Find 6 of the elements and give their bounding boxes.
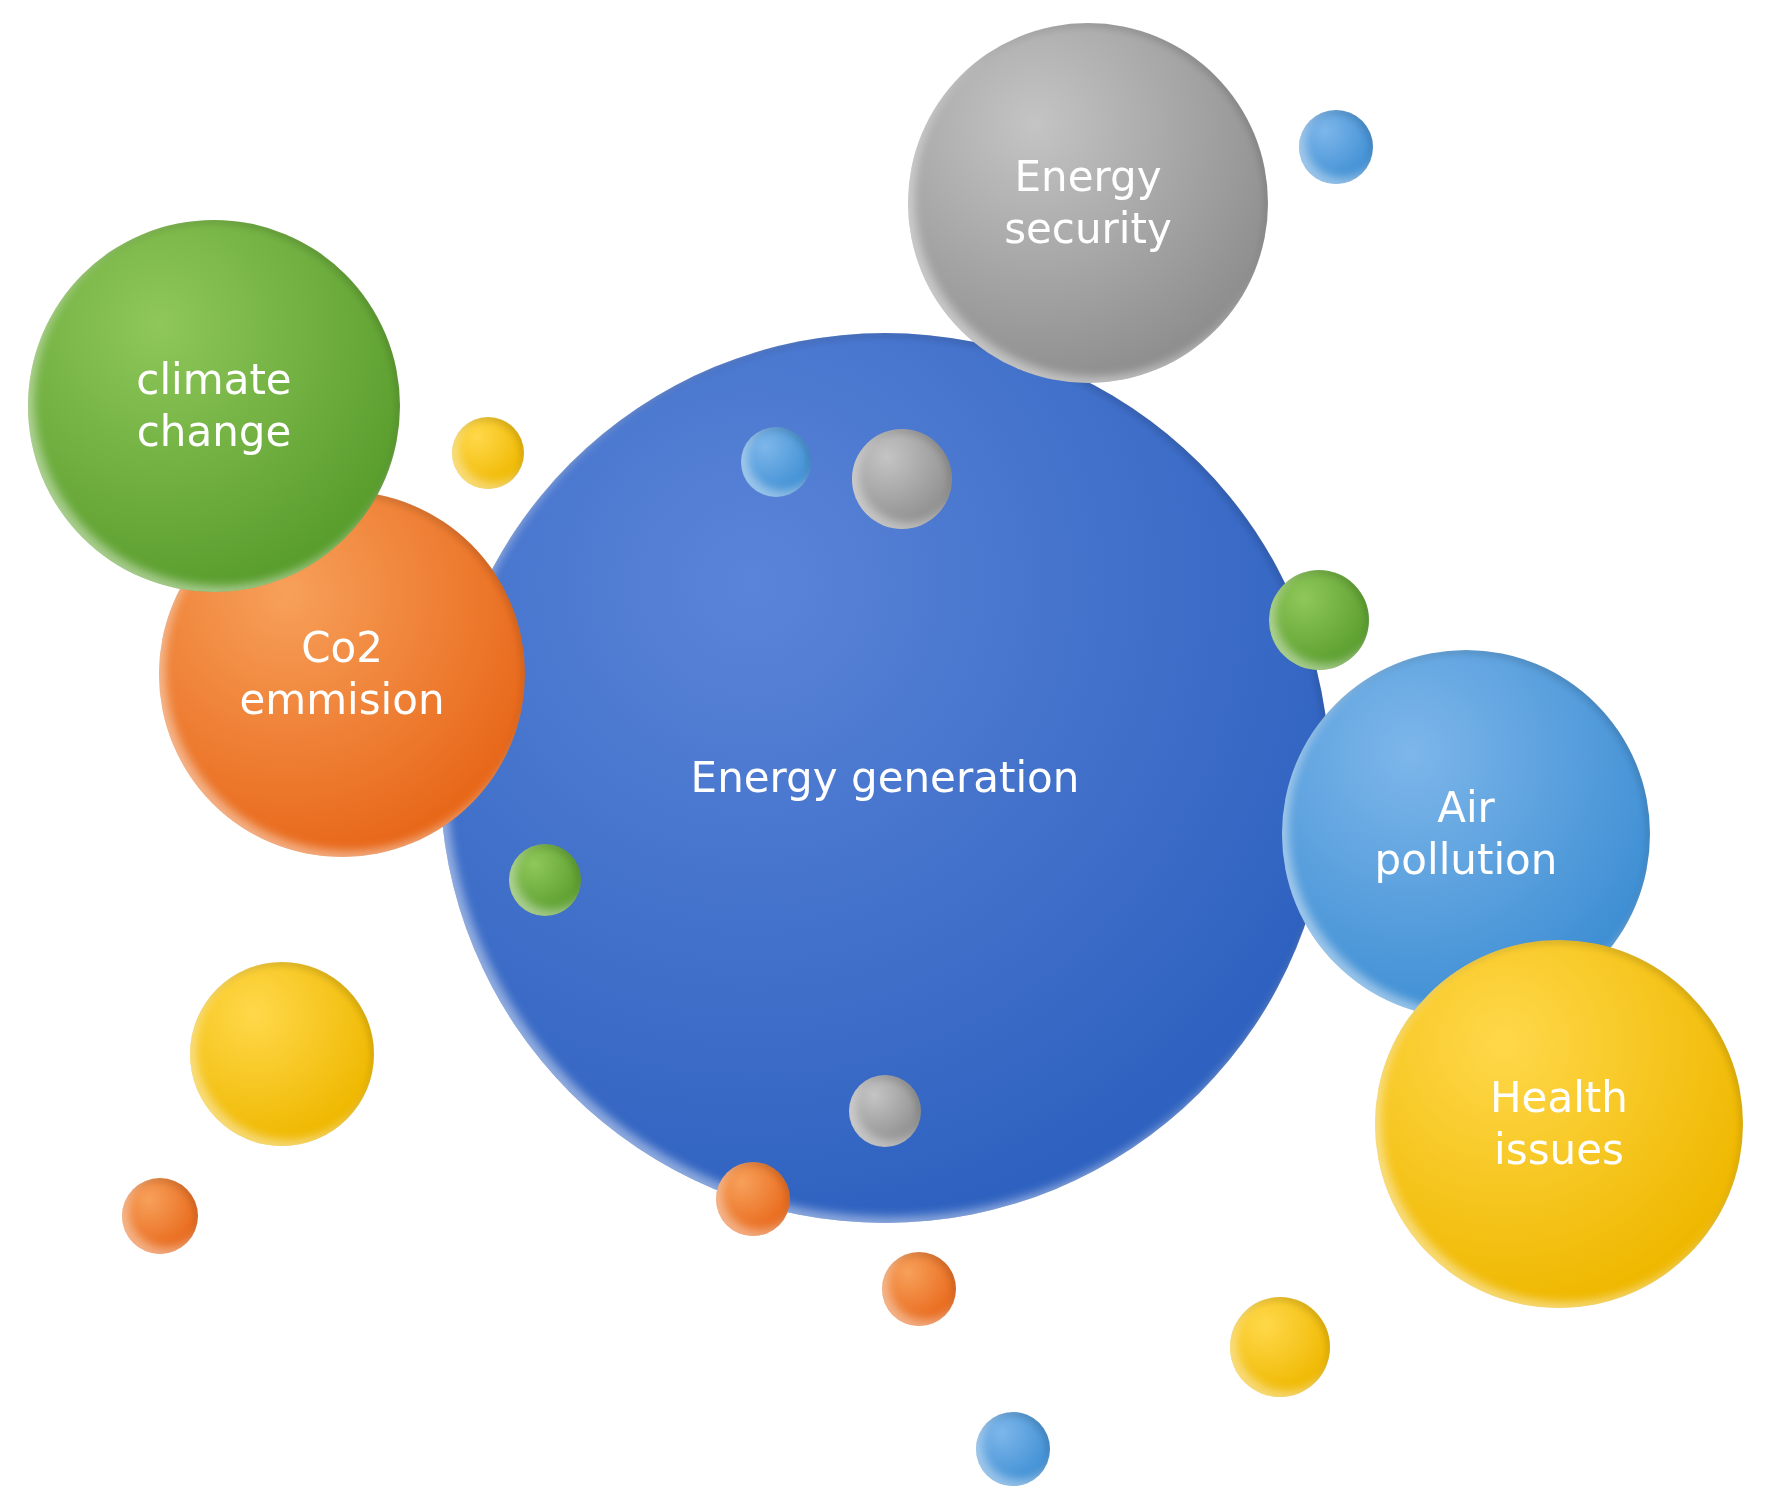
bubble-label: Energy generation	[690, 751, 1080, 804]
bubble-label: Co2 emmision	[238, 621, 446, 726]
bubble-label: Energy security	[1003, 150, 1173, 255]
bubble-label: Air pollution	[1373, 781, 1559, 886]
bubble-label: climate change	[135, 353, 293, 458]
bubble-label: Health issues	[1489, 1071, 1629, 1176]
